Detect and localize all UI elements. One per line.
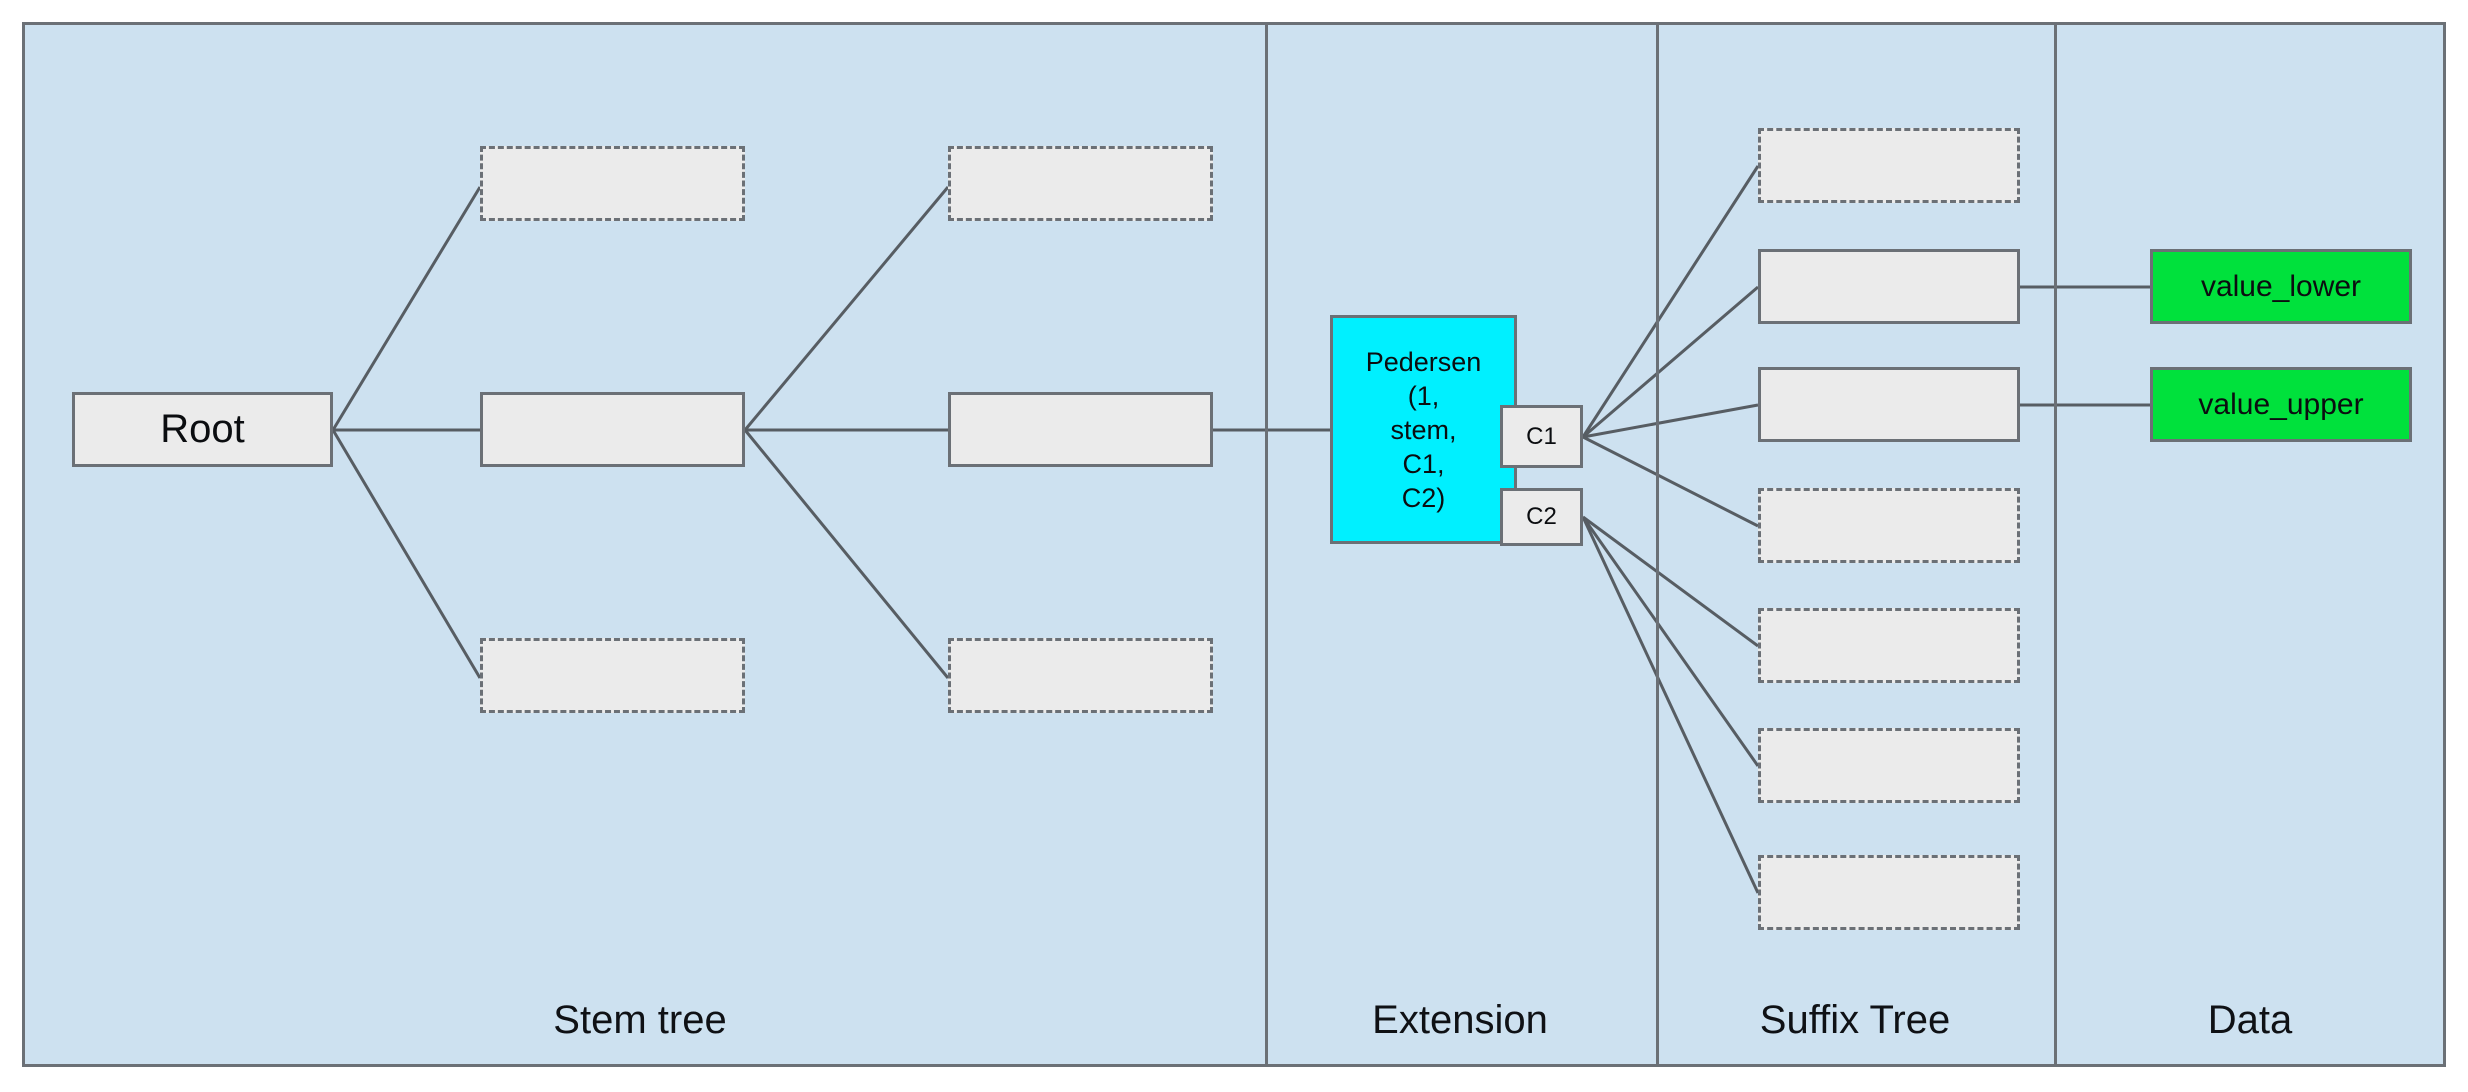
suffix-node-5[interactable]	[1758, 728, 2020, 803]
data-value-value-lower[interactable]: value_lower	[2150, 249, 2412, 324]
stem-node-level1-0[interactable]	[480, 146, 745, 221]
pedersen-line: C2)	[1401, 482, 1446, 513]
panel-divider-0	[1265, 22, 1268, 1067]
pedersen-line: stem,	[1390, 414, 1457, 445]
data-value-value-upper[interactable]: value_upper	[2150, 367, 2412, 442]
stem-node-level2-1[interactable]	[948, 392, 1213, 467]
panel-divider-1	[1656, 22, 1659, 1067]
panel-divider-2	[2054, 22, 2057, 1067]
suffix-node-6[interactable]	[1758, 855, 2020, 930]
suffix-node-3[interactable]	[1758, 488, 2020, 563]
section-label-suffix-tree: Suffix Tree	[1759, 998, 1951, 1042]
section-label-data: Data	[2207, 998, 2293, 1042]
pedersen-line: (1,	[1407, 380, 1440, 411]
pedersen-line: Pedersen	[1365, 346, 1482, 377]
stem-node-level2-0[interactable]	[948, 146, 1213, 221]
diagram-canvas	[22, 22, 2446, 1067]
commitment-node-c1[interactable]: C1	[1500, 405, 1583, 468]
stem-node-level1-2[interactable]	[480, 638, 745, 713]
suffix-node-1[interactable]	[1758, 249, 2020, 324]
stem-node-level2-2[interactable]	[948, 638, 1213, 713]
pedersen-line: C1,	[1402, 448, 1445, 479]
commitment-node-c2[interactable]: C2	[1500, 488, 1583, 546]
section-label-stem-tree: Stem tree	[553, 998, 727, 1042]
pedersen-commitment-node[interactable]: Pedersen(1,stem,C1,C2)	[1330, 315, 1517, 544]
section-label-extension: Extension	[1372, 998, 1548, 1042]
stem-node-root[interactable]: Root	[72, 392, 333, 467]
suffix-node-4[interactable]	[1758, 608, 2020, 683]
suffix-node-0[interactable]	[1758, 128, 2020, 203]
suffix-node-2[interactable]	[1758, 367, 2020, 442]
stem-node-level1-1[interactable]	[480, 392, 745, 467]
